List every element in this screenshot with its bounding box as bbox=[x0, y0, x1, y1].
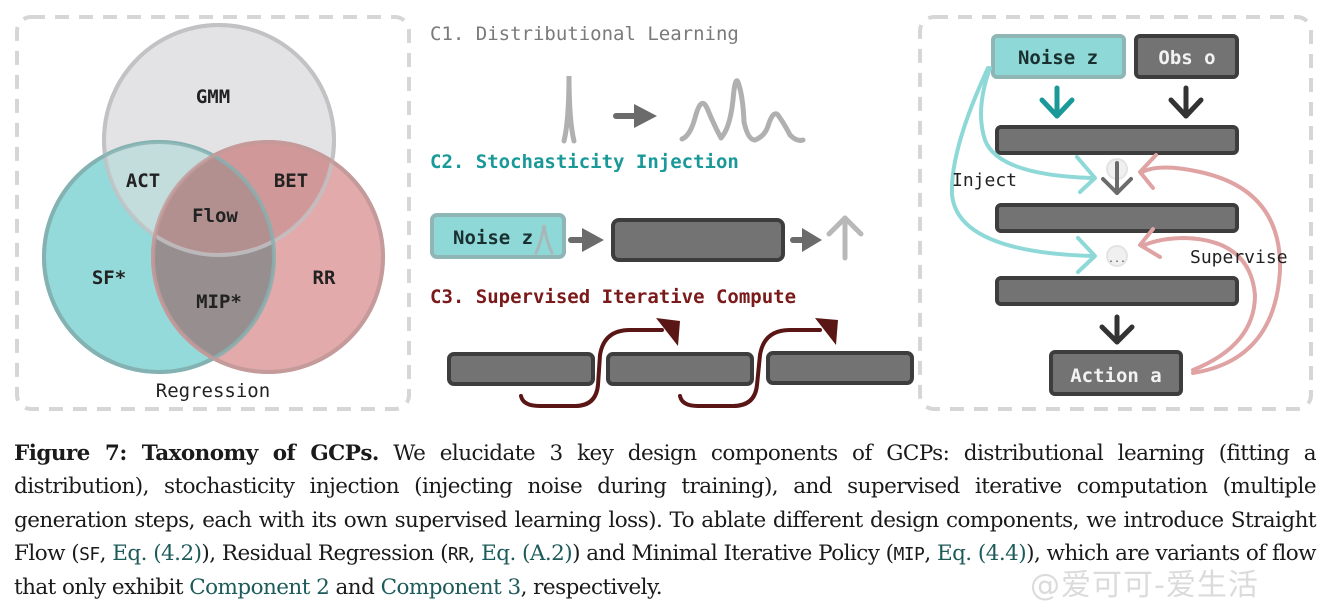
caption-ref-component-3[interactable]: Component 3 bbox=[380, 575, 522, 601]
c1-multimodal-curve bbox=[679, 78, 806, 143]
c3-block-1 bbox=[447, 352, 595, 386]
caption-text-1: We elucidate 3 key design components of … bbox=[14, 441, 1317, 566]
caption-rr: RR bbox=[447, 543, 469, 565]
venn-label-flow: Flow bbox=[192, 205, 238, 227]
arch-ellipsis: ... bbox=[1108, 254, 1126, 265]
components-panel: C1. Distributional Learning C2. Stochast… bbox=[430, 23, 914, 408]
caption-text-6: , bbox=[924, 540, 937, 566]
venn-overlap-flow bbox=[153, 142, 274, 255]
c3-title: C3. Supervised Iterative Compute bbox=[430, 286, 796, 308]
venn-label-mip: MIP* bbox=[196, 291, 242, 313]
c3-block-2 bbox=[606, 352, 754, 386]
figure-caption: Figure 7: Taxonomy of GCPs. We elucidate… bbox=[14, 437, 1317, 604]
arch-mid-arrow-icon bbox=[1101, 161, 1133, 195]
c2-noise-label: Noise z bbox=[453, 227, 533, 249]
c3-supervise-arrow-1 bbox=[519, 328, 664, 408]
c3-supervise-arrow-1-head bbox=[656, 318, 680, 346]
arch-layer-2 bbox=[995, 203, 1239, 233]
figure-7: GMM ACT BET Flow SF* MIP* RR Regression … bbox=[15, 15, 1313, 411]
venn-label-sf: SF* bbox=[92, 267, 126, 289]
arch-layer-1 bbox=[995, 125, 1239, 155]
arch-supervise-label: Supervise bbox=[1190, 247, 1288, 268]
watermark: @爱可可-爱生活 bbox=[1030, 568, 1259, 603]
c2-network-block bbox=[611, 218, 785, 262]
caption-text-3: ), Residual Regression ( bbox=[201, 540, 448, 566]
supervise-arrow-1-head bbox=[1138, 153, 1158, 190]
venn-label-act: ACT bbox=[126, 170, 160, 192]
arch-layer-3 bbox=[995, 276, 1239, 306]
c3-block-3 bbox=[766, 351, 914, 385]
arch-noise-label: Noise z bbox=[1018, 47, 1098, 69]
supervise-arrow-2 bbox=[1140, 235, 1258, 372]
supervise-arrow-1 bbox=[1140, 165, 1283, 375]
c1-arrow-head bbox=[634, 104, 657, 128]
inject-arrow-2-head bbox=[1076, 236, 1097, 274]
arch-action-box bbox=[1049, 350, 1183, 396]
arch-action-label: Action a bbox=[1070, 365, 1162, 387]
caption-text-2: , bbox=[99, 540, 113, 566]
architecture-panel-border bbox=[918, 15, 1313, 411]
action-down-arrow-icon bbox=[1099, 314, 1135, 345]
inject-arrow-1 bbox=[979, 66, 1094, 180]
venn-panel: GMM ACT BET Flow SF* MIP* RR Regression bbox=[15, 15, 411, 411]
architecture-panel: Noise z Obs o ... Action a bbox=[918, 15, 1313, 411]
noise-down-arrow-icon bbox=[1039, 85, 1075, 119]
venn-label-gmm: GMM bbox=[196, 86, 230, 108]
caption-text-9: , respectively. bbox=[520, 575, 663, 601]
arch-node-2 bbox=[1106, 245, 1128, 267]
inject-arrow-2 bbox=[949, 66, 1094, 258]
caption-text-7: ), which are variants of flow that only … bbox=[14, 540, 1317, 601]
arch-inject-label: Inject bbox=[952, 170, 1017, 191]
venn-label-bet: BET bbox=[274, 170, 308, 192]
caption-ref-component-2[interactable]: Component 2 bbox=[189, 575, 330, 601]
caption-ref-eq-a-2[interactable]: Eq. (A.2) bbox=[481, 540, 573, 566]
c2-noise-box: Noise z bbox=[430, 213, 566, 259]
c2-output-arrow-icon bbox=[826, 215, 864, 261]
c1-title: C1. Distributional Learning bbox=[430, 23, 739, 45]
caption-mip: MIP bbox=[893, 543, 925, 565]
c3-supervise-arrow-2-head bbox=[815, 318, 838, 345]
caption-figure-label: Figure 7: Taxonomy of GCPs. bbox=[14, 441, 379, 466]
c2-noise-curve bbox=[534, 224, 554, 255]
arch-obs-box bbox=[1134, 34, 1239, 79]
c2-title: C2. Stochasticity Injection bbox=[430, 151, 739, 173]
supervise-arrow-2-head bbox=[1138, 227, 1162, 259]
arch-noise-box bbox=[991, 34, 1126, 79]
venn-panel-border bbox=[15, 15, 411, 411]
caption-ref-eq-4-2[interactable]: Eq. (4.2) bbox=[112, 540, 202, 566]
inject-arrow-1-head bbox=[1075, 155, 1097, 194]
c3-supervise-arrow-2 bbox=[678, 328, 822, 408]
caption-sf: SF bbox=[79, 543, 100, 565]
c1-unimodal-curve bbox=[561, 75, 577, 144]
venn-label-rr: RR bbox=[313, 267, 336, 289]
c2-arrow-1-head bbox=[582, 228, 604, 252]
caption-ref-eq-4-4[interactable]: Eq. (4.4) bbox=[936, 540, 1027, 566]
c2-arrow-2-head bbox=[802, 228, 822, 252]
venn-label-regression: Regression bbox=[156, 380, 270, 402]
arch-obs-label: Obs o bbox=[1158, 47, 1215, 69]
caption-text-4: , bbox=[468, 540, 482, 566]
caption-text-8: and bbox=[329, 575, 381, 601]
obs-down-arrow-icon bbox=[1168, 85, 1204, 119]
caption-text-5: ) and Minimal Iterative Policy ( bbox=[572, 540, 894, 566]
